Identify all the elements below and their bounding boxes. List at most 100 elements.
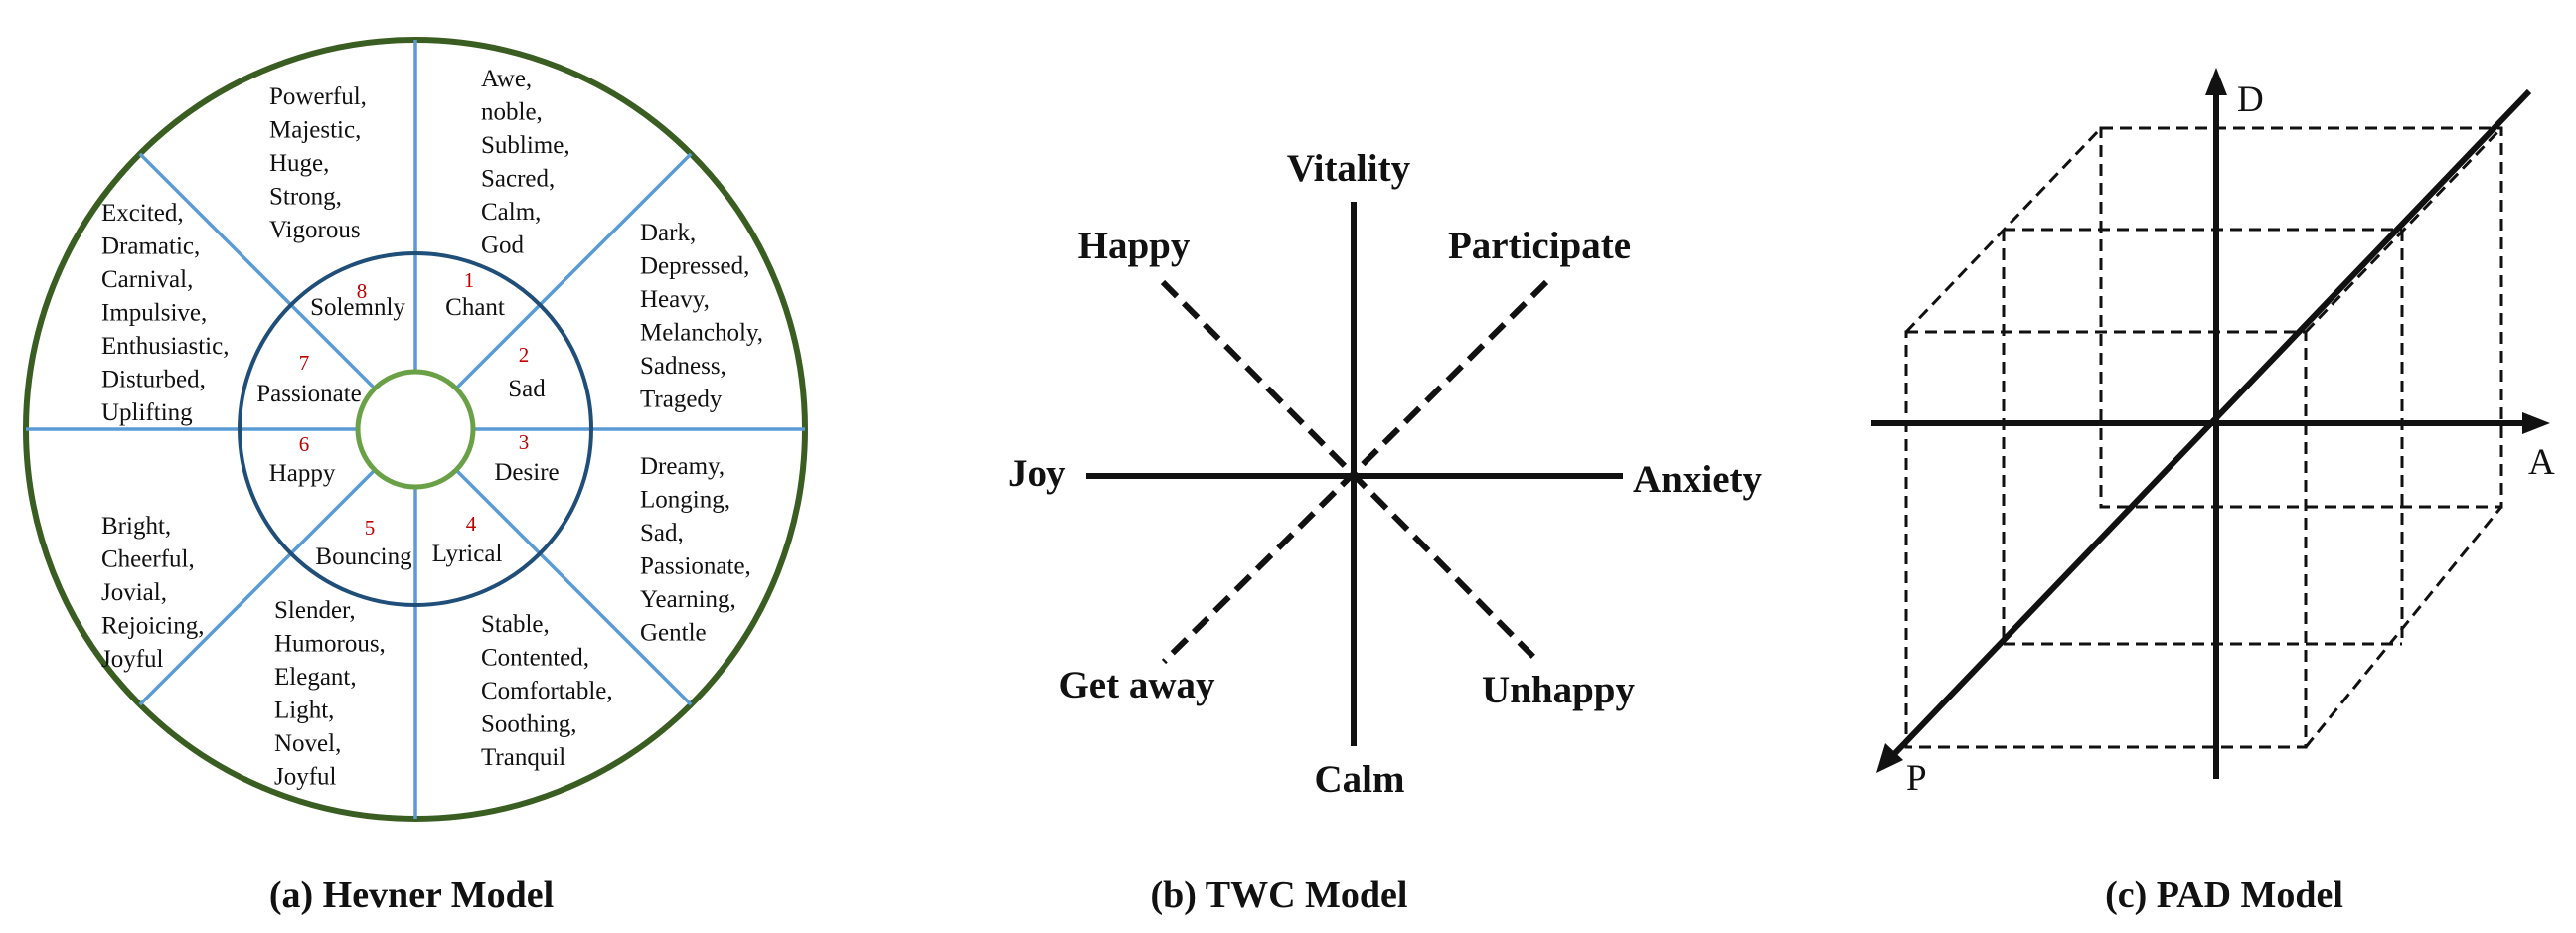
hevner-spoke [454, 152, 693, 390]
twc-label-calm: Calm [1315, 758, 1405, 801]
hevner-number-6: 6 [299, 432, 310, 456]
hevner-word: Heavy, [640, 286, 710, 313]
hevner-word: Joyful [101, 646, 164, 673]
pad-cube-front-face [1904, 330, 2308, 749]
hevner-wheel: 1 Chant 2 Sad 3 Desire 4 Lyrical 5 Bounc… [23, 37, 808, 822]
hevner-words-3: Dreamy, Longing, Sad, Passionate, Yearning, G… [640, 453, 751, 647]
hevner-word: Passionate, [640, 553, 751, 580]
pad-cube-back-face [2099, 126, 2503, 509]
hevner-number-2: 2 [519, 343, 530, 367]
hevner-category-8: Solemnly [310, 294, 405, 321]
hevner-word: Elegant, [274, 664, 357, 691]
pad-axis-a-arrow [2522, 412, 2550, 434]
hevner-word: Tragedy [640, 387, 723, 413]
twc-diagram [1086, 202, 1623, 746]
twc-label-anxiety: Anxiety [1633, 458, 1762, 501]
hevner-caption: (a) Hevner Model [269, 874, 554, 916]
twc-label-participate: Participate [1448, 225, 1631, 267]
hevner-word: Humorous, [274, 631, 386, 658]
hevner-word: Gentle [640, 620, 707, 647]
hevner-word: Dramatic, [101, 233, 200, 260]
hevner-word: Excited, [101, 200, 184, 227]
pad-axes [1871, 68, 2550, 779]
hevner-word: Jovial, [101, 579, 167, 606]
pad-axis-label-p: P [1906, 758, 1927, 799]
hevner-words-1: Awe,noble,Sublime,Sacred,Calm,God [481, 66, 570, 259]
hevner-word: Majestic, [269, 117, 361, 144]
twc-diagonal-anti [1161, 279, 1549, 665]
hevner-word: Dreamy, [640, 453, 724, 480]
hevner-spokes [26, 40, 805, 819]
hevner-category-2: Sad [508, 376, 546, 402]
hevner-word: Carnival, [101, 266, 193, 293]
hevner-word: Sadness, [640, 353, 726, 380]
hevner-word: Yearning, [640, 586, 736, 613]
hevner-word: Tranquil [481, 744, 565, 771]
hevner-category-5: Bouncing [315, 544, 412, 570]
hevner-word: Depressed, [640, 253, 749, 280]
hevner-inner-ring [355, 369, 476, 490]
hevner-number-7: 7 [299, 351, 310, 375]
hevner-spoke [454, 468, 693, 706]
hevner-word: Stable, [481, 611, 550, 638]
hevner-word: Sacred, [481, 166, 555, 193]
hevner-word: Impulsive, [101, 300, 207, 327]
twc-label-unhappy: Unhappy [1482, 669, 1635, 711]
hevner-word: Huge, [269, 150, 329, 177]
pad-axis-p [1892, 88, 2532, 756]
hevner-word: Bright, [101, 513, 171, 540]
hevner-word: Contented, [481, 645, 589, 672]
hevner-word: God [481, 233, 525, 259]
hevner-words-6: Bright, Cheerful, Jovial, Rejoicing, Joyful [101, 513, 204, 673]
hevner-word: Calm, [481, 199, 541, 226]
hevner-word: Sublime, [481, 132, 570, 159]
hevner-word: Rejoicing, [101, 613, 204, 640]
pad-axis-label-a: A [2528, 442, 2555, 483]
hevner-category-1: Chant [445, 294, 505, 321]
hevner-words-7: Excited, Dramatic, Carnival, Impulsive, Enth… [101, 200, 229, 426]
hevner-word: Slender, [274, 597, 356, 624]
hevner-word: Novel, [274, 730, 341, 757]
hevner-category-6: Happy [269, 460, 336, 487]
hevner-word: Longing, [640, 487, 730, 514]
hevner-number-3: 3 [519, 430, 530, 454]
hevner-word: Vigorous [269, 217, 361, 243]
hevner-words-4: Stable, Contented, Comfortable, Soothing, Tr… [481, 611, 613, 771]
pad-axis-p-arrow [1876, 743, 1903, 773]
pad-axis-d-arrow [2205, 68, 2227, 95]
hevner-word: Enthusiastic, [101, 333, 229, 360]
hevner-number-8: 8 [357, 279, 368, 303]
hevner-number-4: 4 [466, 512, 477, 536]
twc-label-get-away: Get away [1058, 664, 1215, 706]
hevner-spoke [138, 468, 377, 706]
hevner-word: Cheerful, [101, 546, 195, 573]
hevner-words-8: Powerful, Majestic, Huge, Strong, Vigorous [269, 83, 367, 243]
hevner-word: Disturbed, [101, 367, 206, 393]
twc-caption: (b) TWC Model [1151, 874, 1408, 916]
hevner-words-5: Slender, Humorous, Elegant, Light, Novel, Joy… [274, 597, 386, 791]
hevner-word: Sad, [640, 520, 684, 546]
pad-axis-label-d: D [2237, 79, 2264, 120]
hevner-word: Light, [274, 698, 334, 724]
pad-cube-edge-top-right [2304, 126, 2503, 334]
hevner-category-4: Lyrical [432, 541, 503, 567]
hevner-category-3: Desire [494, 459, 559, 486]
hevner-word: Joyful [274, 764, 337, 791]
pad-cube-middle-section [2002, 228, 2404, 646]
pad-cube [1904, 126, 2503, 749]
hevner-words-2: Dark,Depressed,Heavy,Melancholy,Sadness,… [640, 220, 763, 413]
hevner-word: Comfortable, [481, 678, 613, 704]
hevner-spoke [138, 152, 377, 390]
pad-cube-edge-top-left [1904, 126, 2103, 334]
hevner-middle-ring [238, 251, 593, 607]
hevner-number-5: 5 [365, 516, 376, 540]
hevner-word: Soothing, [481, 711, 577, 738]
hevner-number-1: 1 [464, 268, 475, 292]
hevner-word: Melancholy, [640, 320, 763, 347]
hevner-category-7: Passionate [256, 381, 362, 407]
twc-label-vitality: Vitality [1287, 147, 1411, 190]
hevner-word: noble, [481, 99, 543, 126]
hevner-word: Strong, [269, 184, 342, 211]
hevner-word: Powerful, [269, 83, 367, 110]
